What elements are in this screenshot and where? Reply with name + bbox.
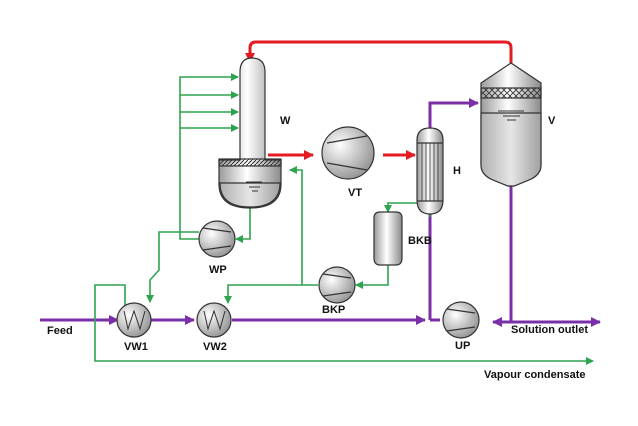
- vw2-preheater[interactable]: [196, 302, 232, 338]
- label-w: W: [280, 115, 291, 127]
- w-bottom-to-wp-line: [235, 207, 251, 243]
- label-h: H: [453, 165, 461, 177]
- wp-pump[interactable]: [198, 220, 236, 258]
- bkp-to-vw2-line: [224, 284, 318, 304]
- wp-to-vw1-line: [146, 231, 199, 303]
- label-feed: Feed: [47, 325, 73, 337]
- v-to-w-vapour-line: [245, 40, 513, 63]
- h-feed-riser: [428, 98, 479, 320]
- w-evaporator[interactable]: [218, 57, 282, 209]
- label-vw2: VW2: [203, 341, 227, 353]
- up-pump[interactable]: [442, 301, 480, 339]
- bkp-up-line: [289, 166, 303, 285]
- label-vw1: VW1: [124, 341, 148, 353]
- vw1-preheater[interactable]: [116, 302, 152, 338]
- vw1-condensate-line: [94, 284, 594, 365]
- label-bkp: BKP: [322, 304, 345, 316]
- bkb-vessel[interactable]: [373, 211, 403, 266]
- diagram-labels: W V VT H BKB WP BKP VW1 VW2 UP Feed Solu…: [47, 115, 588, 381]
- vapour-lines: [245, 40, 513, 160]
- vt-compressor[interactable]: [321, 126, 375, 180]
- bkp-pump[interactable]: [318, 266, 356, 304]
- label-v: V: [548, 115, 556, 127]
- label-solution-outlet: Solution outlet: [511, 324, 588, 336]
- wp-to-w-spray-line: [179, 73, 239, 240]
- h-heat-exchanger[interactable]: [416, 127, 444, 215]
- label-vapour-condensate: Vapour condensate: [484, 369, 585, 381]
- label-vt: VT: [348, 187, 362, 199]
- solution-lines: [40, 98, 601, 327]
- label-bkb: BKB: [408, 235, 432, 247]
- v-separator[interactable]: [480, 62, 542, 187]
- condensate-lines: [94, 73, 594, 365]
- label-wp: WP: [209, 264, 227, 276]
- bkb-to-bkp-line: [355, 265, 389, 289]
- label-up: UP: [455, 340, 470, 352]
